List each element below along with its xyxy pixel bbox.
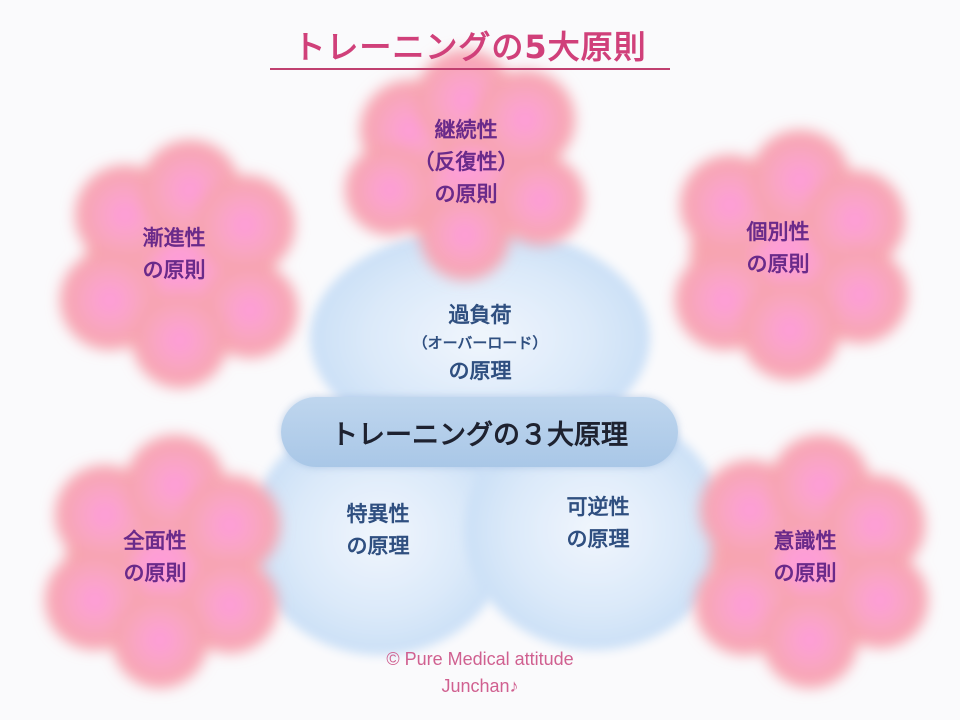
label-specificity: 特異性 の原理 (347, 498, 410, 562)
label-specificity-line1: 特異性 (346, 502, 410, 526)
label-zenmensei-line1: 全面性 (123, 529, 187, 553)
label-reversibility-line2: の原理 (566, 527, 630, 551)
label-specificity-line2: の原理 (346, 534, 410, 558)
center-label-three-principles: トレーニングの３大原理 (281, 397, 678, 467)
circle-reversibility (465, 410, 725, 650)
label-reversibility-line1: 可逆性 (566, 495, 630, 519)
cloud-ishikisei (695, 435, 928, 688)
label-kobetsusei: 個別性 の原則 (747, 216, 810, 280)
cloud-zenshinsei (60, 140, 298, 388)
cloud-zenmensei (45, 435, 280, 688)
label-ishikisei: 意識性 の原則 (774, 525, 837, 589)
label-zenshinsei-line1: 漸進性 (142, 226, 206, 250)
cloud-kobetsusei (675, 130, 908, 380)
label-keizokusei-line2: （反復性） (413, 150, 519, 174)
label-keizokusei: 継続性 （反復性） の原則 (414, 114, 519, 210)
label-keizokusei-line1: 継続性 (434, 118, 498, 142)
label-zenmensei: 全面性 の原則 (124, 525, 187, 589)
label-ishikisei-line1: 意識性 (773, 529, 837, 553)
label-overload-line3: の原理 (448, 359, 512, 383)
label-kobetsusei-line2: の原則 (746, 252, 810, 276)
copyright: © Pure Medical attitude Junchan♪ (330, 646, 630, 700)
label-reversibility: 可逆性 の原理 (567, 491, 630, 555)
cloud-keizokusei (345, 50, 585, 280)
label-zenshinsei-line2: の原則 (142, 258, 206, 282)
circle-overload (310, 228, 650, 448)
label-overload: 過負荷 （オーバーロード） の原理 (413, 299, 548, 387)
copyright-line1: © Pure Medical attitude (386, 649, 574, 669)
label-overload-line1: 過負荷 (448, 303, 512, 327)
copyright-line2: Junchan♪ (441, 676, 519, 696)
label-overload-line2: （オーバーロード） (412, 334, 548, 352)
label-zenmensei-line2: の原則 (123, 561, 187, 585)
label-kobetsusei-line1: 個別性 (746, 220, 810, 244)
label-ishikisei-line2: の原則 (773, 561, 837, 585)
venn-circles (250, 228, 725, 655)
label-keizokusei-line3: の原則 (434, 182, 498, 206)
circle-specificity (250, 415, 510, 655)
page-title: トレーニングの5大原則 (270, 24, 670, 70)
label-zenshinsei: 漸進性 の原則 (143, 222, 206, 286)
